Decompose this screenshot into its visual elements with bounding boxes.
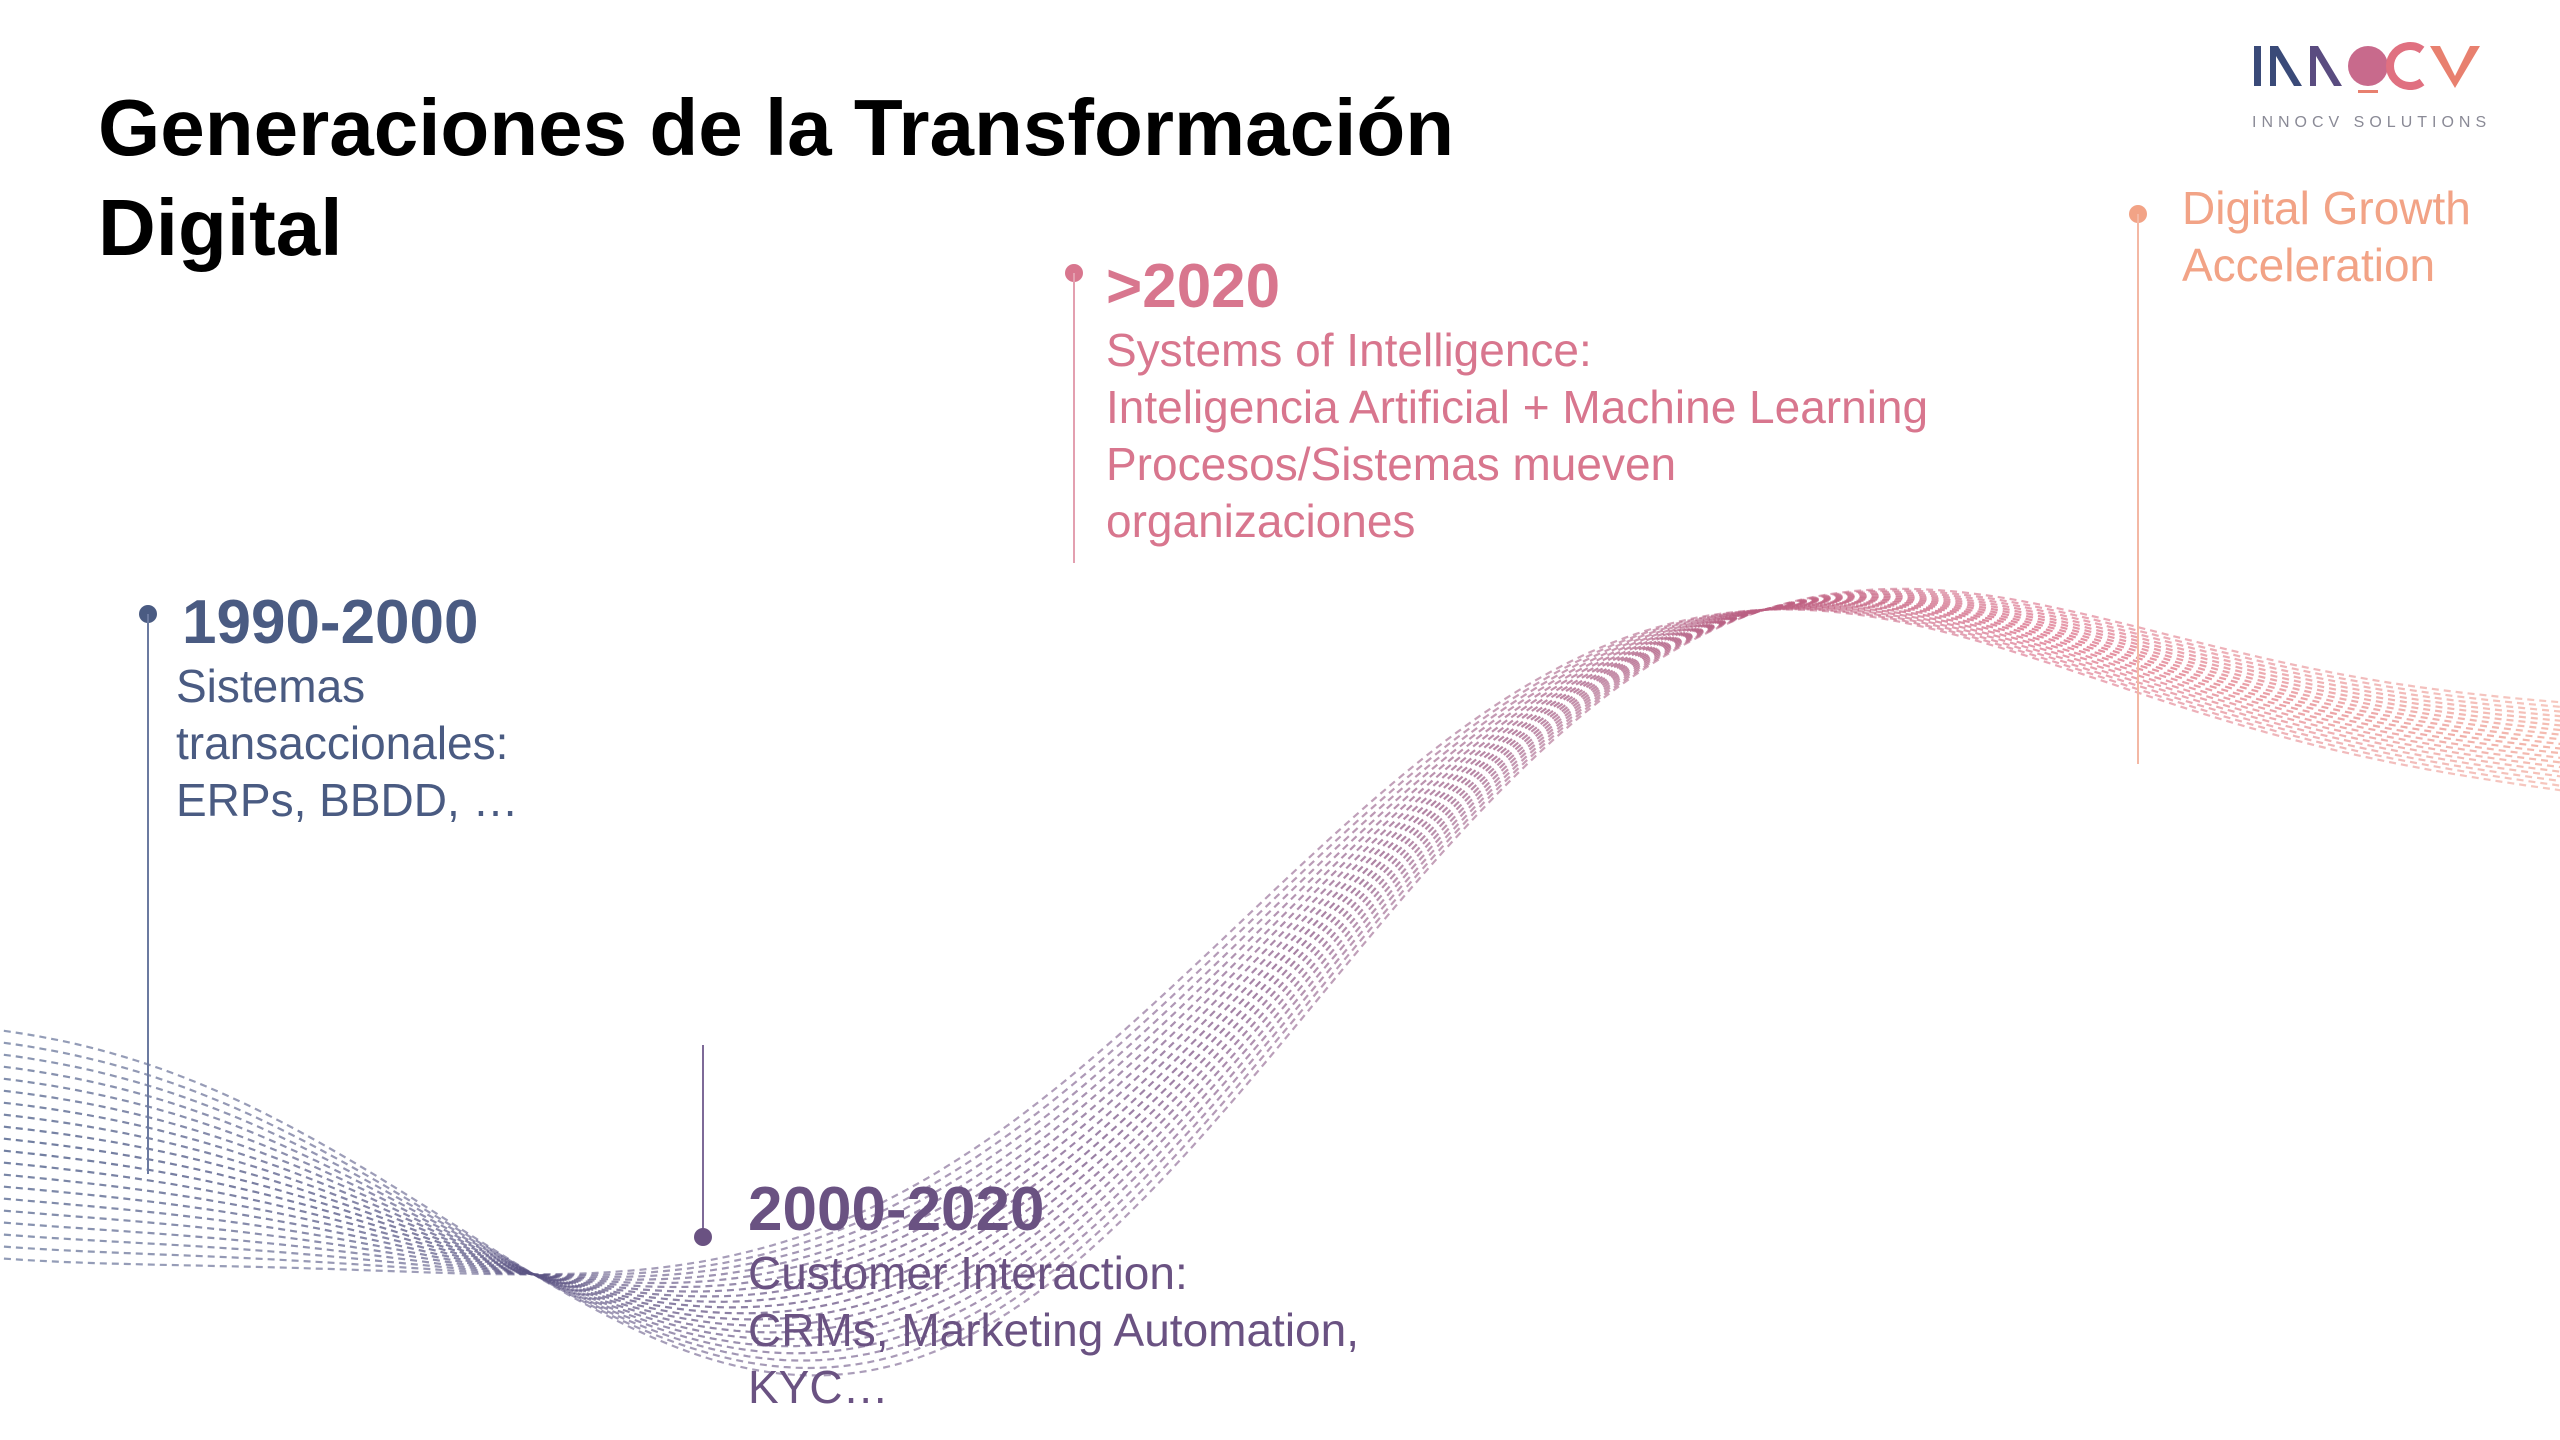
wave-line <box>0 602 2560 1303</box>
wave-line <box>0 608 2560 1276</box>
era-desc-line: Sistemas <box>176 660 366 712</box>
era-desc-line: Digital Growth <box>2182 182 2471 234</box>
era-desc-line: Customer Interaction: <box>748 1247 1188 1299</box>
logo-subtitle: INNOCV SOLUTIONS <box>2252 114 2492 131</box>
wave-line <box>0 587 2560 1377</box>
era-desc-line: Inteligencia Artificial + Machine Learni… <box>1106 381 1929 433</box>
era-2020-plus: >2020 Systems of Intelligence: Inteligen… <box>1106 252 1928 550</box>
wave-line <box>0 591 2560 1362</box>
era-desc-line: organizaciones <box>1106 495 1416 547</box>
era-2000-dot <box>694 1228 712 1246</box>
innocv-logo <box>2254 42 2480 93</box>
wave-line <box>0 607 2560 1277</box>
era-growth-line <box>2137 214 2139 764</box>
era-desc-line: KYC… <box>748 1361 889 1413</box>
wave-line <box>0 592 2560 1355</box>
era-1990-2000: 1990-2000 Sistemas transaccionales: ERPs… <box>176 588 519 829</box>
wave-line <box>0 597 2560 1334</box>
era-description: Systems of Intelligence: Inteligencia Ar… <box>1106 322 1928 550</box>
era-desc-line: transaccionales: <box>176 717 509 769</box>
wave-line <box>0 594 2560 1348</box>
era-desc-line: CRMs, Marketing Automation, <box>748 1304 1360 1356</box>
era-description: Digital Growth Acceleration <box>2182 180 2471 294</box>
era-2020-line <box>1073 273 1075 563</box>
era-desc-line: ERPs, BBDD, … <box>176 774 519 826</box>
era-2000-line <box>702 1045 704 1235</box>
era-year: 1990-2000 <box>182 588 479 657</box>
wave-line <box>0 607 2560 1279</box>
era-desc-line: Systems of Intelligence: <box>1106 324 1592 376</box>
wave-line <box>0 600 2560 1315</box>
wave-line <box>0 601 2560 1309</box>
era-description: Sistemas transaccionales: ERPs, BBDD, … <box>176 658 519 829</box>
wave-line <box>0 603 2560 1298</box>
era-desc-line: Procesos/Sistemas mueven <box>1106 438 1677 490</box>
wave-line <box>0 605 2560 1289</box>
wave-line <box>0 606 2560 1281</box>
page-title: Generaciones de la Transformación Digita… <box>98 78 1454 278</box>
era-2000-2020: 2000-2020 Customer Interaction: CRMs, Ma… <box>748 1175 1359 1416</box>
wave-line <box>0 589 2560 1370</box>
era-year: >2020 <box>1106 252 1281 321</box>
era-description: Customer Interaction: CRMs, Marketing Au… <box>748 1245 1359 1416</box>
era-year: 2000-2020 <box>748 1175 1045 1244</box>
title-line-1: Generaciones de la Transformación <box>98 83 1455 172</box>
wave-line <box>0 606 2560 1285</box>
wave-line <box>0 598 2560 1327</box>
era-desc-line: Acceleration <box>2182 239 2436 291</box>
era-1990-line <box>147 614 149 1174</box>
wave-line <box>0 599 2560 1321</box>
era-digital-growth: Digital Growth Acceleration <box>2182 180 2471 294</box>
wave-line <box>0 604 2560 1293</box>
title-line-2: Digital <box>98 183 343 272</box>
